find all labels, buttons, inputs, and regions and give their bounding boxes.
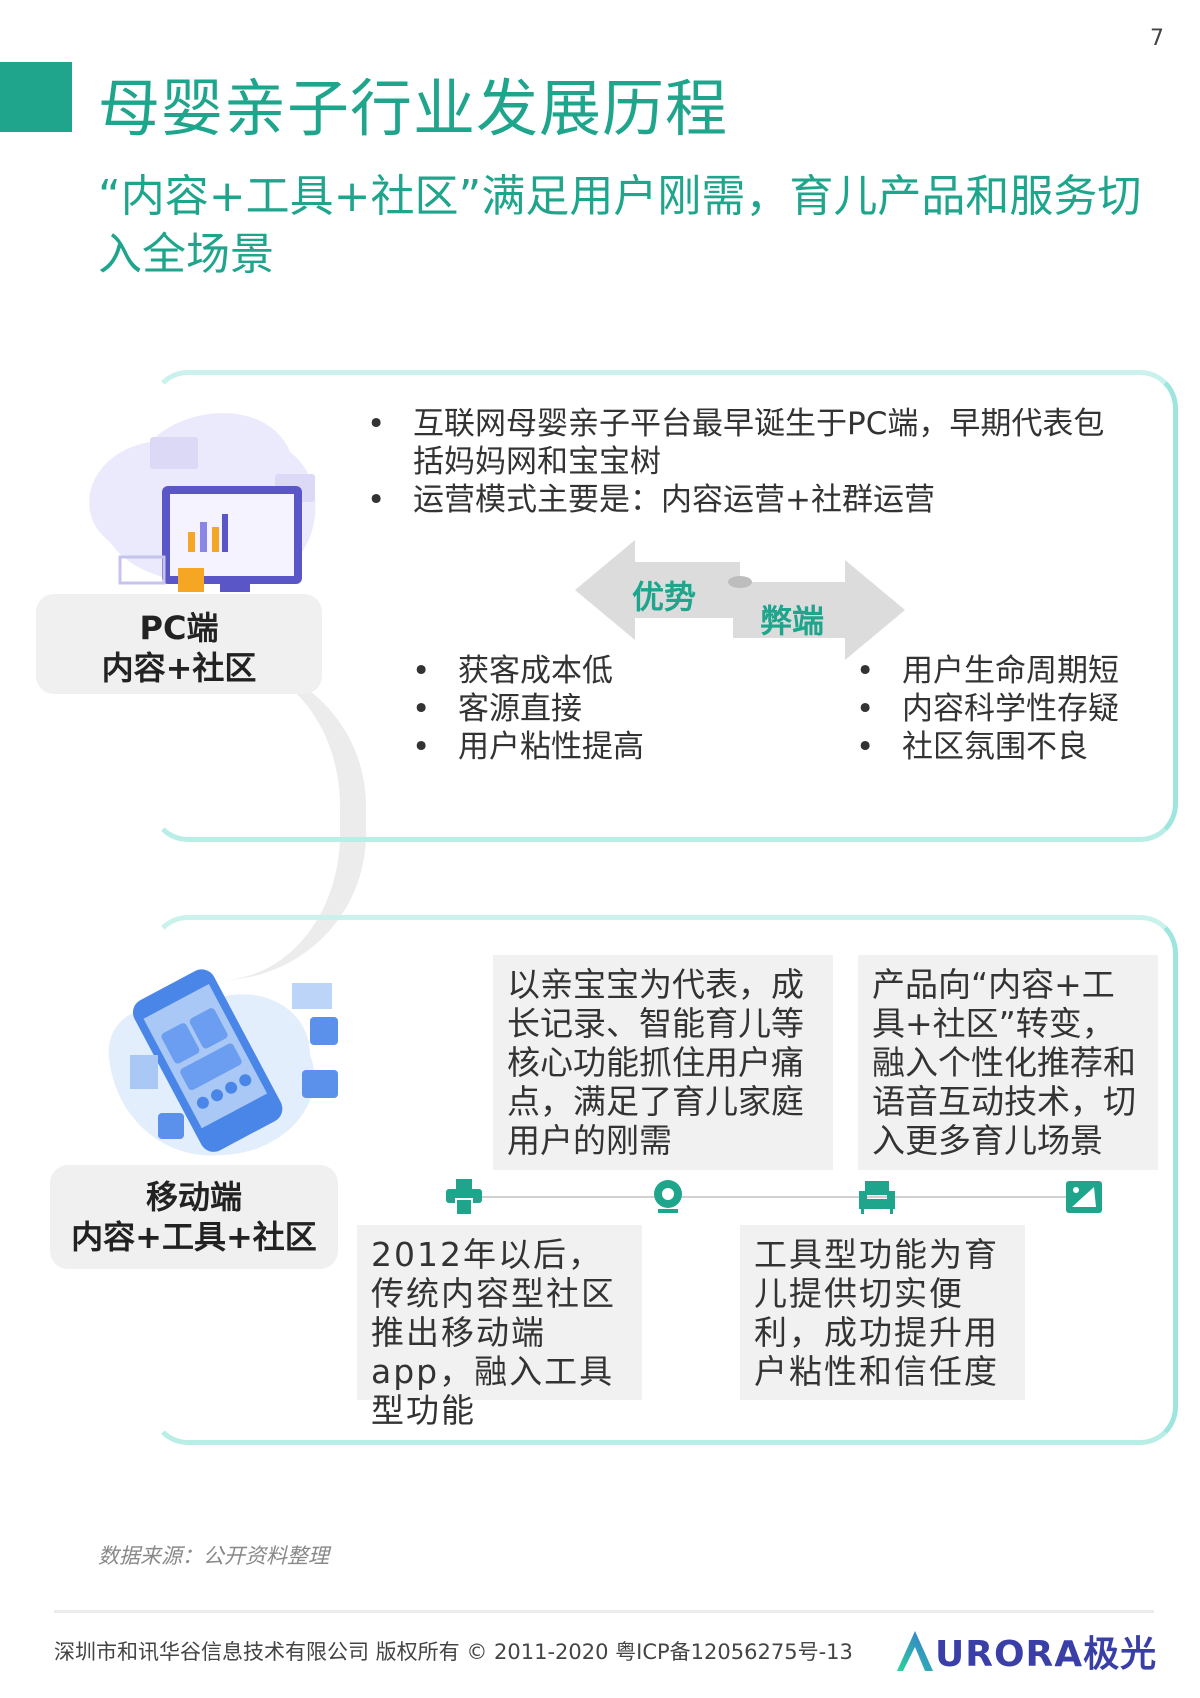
printer-icon — [446, 1179, 482, 1216]
pros-list: 获客成本低 客源直接 用户粘性提高 — [412, 652, 644, 766]
list-item: 用户粘性提高 — [412, 728, 644, 766]
mobile-illustration-icon — [108, 969, 338, 1156]
page-number: 7 — [1150, 26, 1164, 51]
page-subtitle: “内容+工具+社区”满足用户刚需，育儿产品和服务切入全场景 — [98, 171, 1142, 280]
webcam-icon — [654, 1180, 682, 1213]
aurora-logo: URORA极光 — [895, 1625, 1157, 1677]
mobile-bottom-box-1: 2012年以后，传统内容型社区推出移动端app，融入工具型功能 — [357, 1225, 642, 1430]
arrow-right-icon — [728, 560, 905, 660]
mobile-top-box-2: 产品向“内容+工具+社区”转变，融入个性化推荐和语音互动技术，切入更多育儿场景 — [858, 955, 1158, 1170]
pc-illustration-icon — [89, 413, 316, 592]
page-title: 母婴亲子行业发展历程 — [98, 72, 729, 145]
arrow-left-icon — [575, 540, 740, 640]
pros-label: 优势 — [632, 578, 697, 616]
list-item: 客源直接 — [412, 690, 644, 728]
list-item: 运营模式主要是：内容运营+社群运营 — [367, 481, 1127, 519]
data-source: 数据来源：公开资料整理 — [98, 1544, 329, 1568]
mobile-bottom-box-2: 工具型功能为育儿提供切实便利，成功提升用户粘性和信任度 — [740, 1225, 1025, 1400]
pc-intro-list: 互联网母婴亲子平台最早诞生于PC端，早期代表包括妈妈网和宝宝树 运营模式主要是：… — [367, 405, 1127, 519]
list-item: 社区氛围不良 — [856, 728, 1119, 766]
mobile-top-box-1: 以亲宝宝为代表，成长记录、智能育儿等核心功能抓住用户痛点，满足了育儿家庭用户的刚… — [493, 955, 833, 1170]
image-icon — [1066, 1181, 1102, 1213]
armchair-icon — [859, 1181, 895, 1214]
pc-section-box — [150, 370, 1178, 842]
mobile-section-box — [150, 915, 1178, 1445]
list-item: 互联网母婴亲子平台最早诞生于PC端，早期代表包括妈妈网和宝宝树 — [367, 405, 1127, 481]
title-accent-bar — [0, 62, 72, 132]
pc-card-line1: PC端 — [139, 609, 219, 647]
mobile-card-line1: 移动端 — [145, 1178, 242, 1216]
logo-text: URORA极光 — [935, 1634, 1158, 1675]
timeline-line — [460, 1196, 1100, 1198]
list-item: 用户生命周期短 — [856, 652, 1119, 690]
pc-card-line2: 内容+社区 — [101, 649, 257, 687]
cons-label: 弊端 — [760, 602, 825, 640]
pc-label-card: PC端 内容+社区 — [36, 594, 322, 694]
mobile-label-card: 移动端 内容+工具+社区 — [50, 1165, 338, 1269]
list-item: 获客成本低 — [412, 652, 644, 690]
aurora-logo-icon — [897, 1631, 933, 1671]
copyright-text: 深圳市和讯华谷信息技术有限公司 版权所有 © 2011-2020 粤ICP备12… — [54, 1640, 853, 1664]
cons-list: 用户生命周期短 内容科学性存疑 社区氛围不良 — [856, 652, 1119, 766]
footer-divider — [54, 1610, 1154, 1613]
mobile-card-line2: 内容+工具+社区 — [71, 1218, 317, 1256]
list-item: 内容科学性存疑 — [856, 690, 1119, 728]
